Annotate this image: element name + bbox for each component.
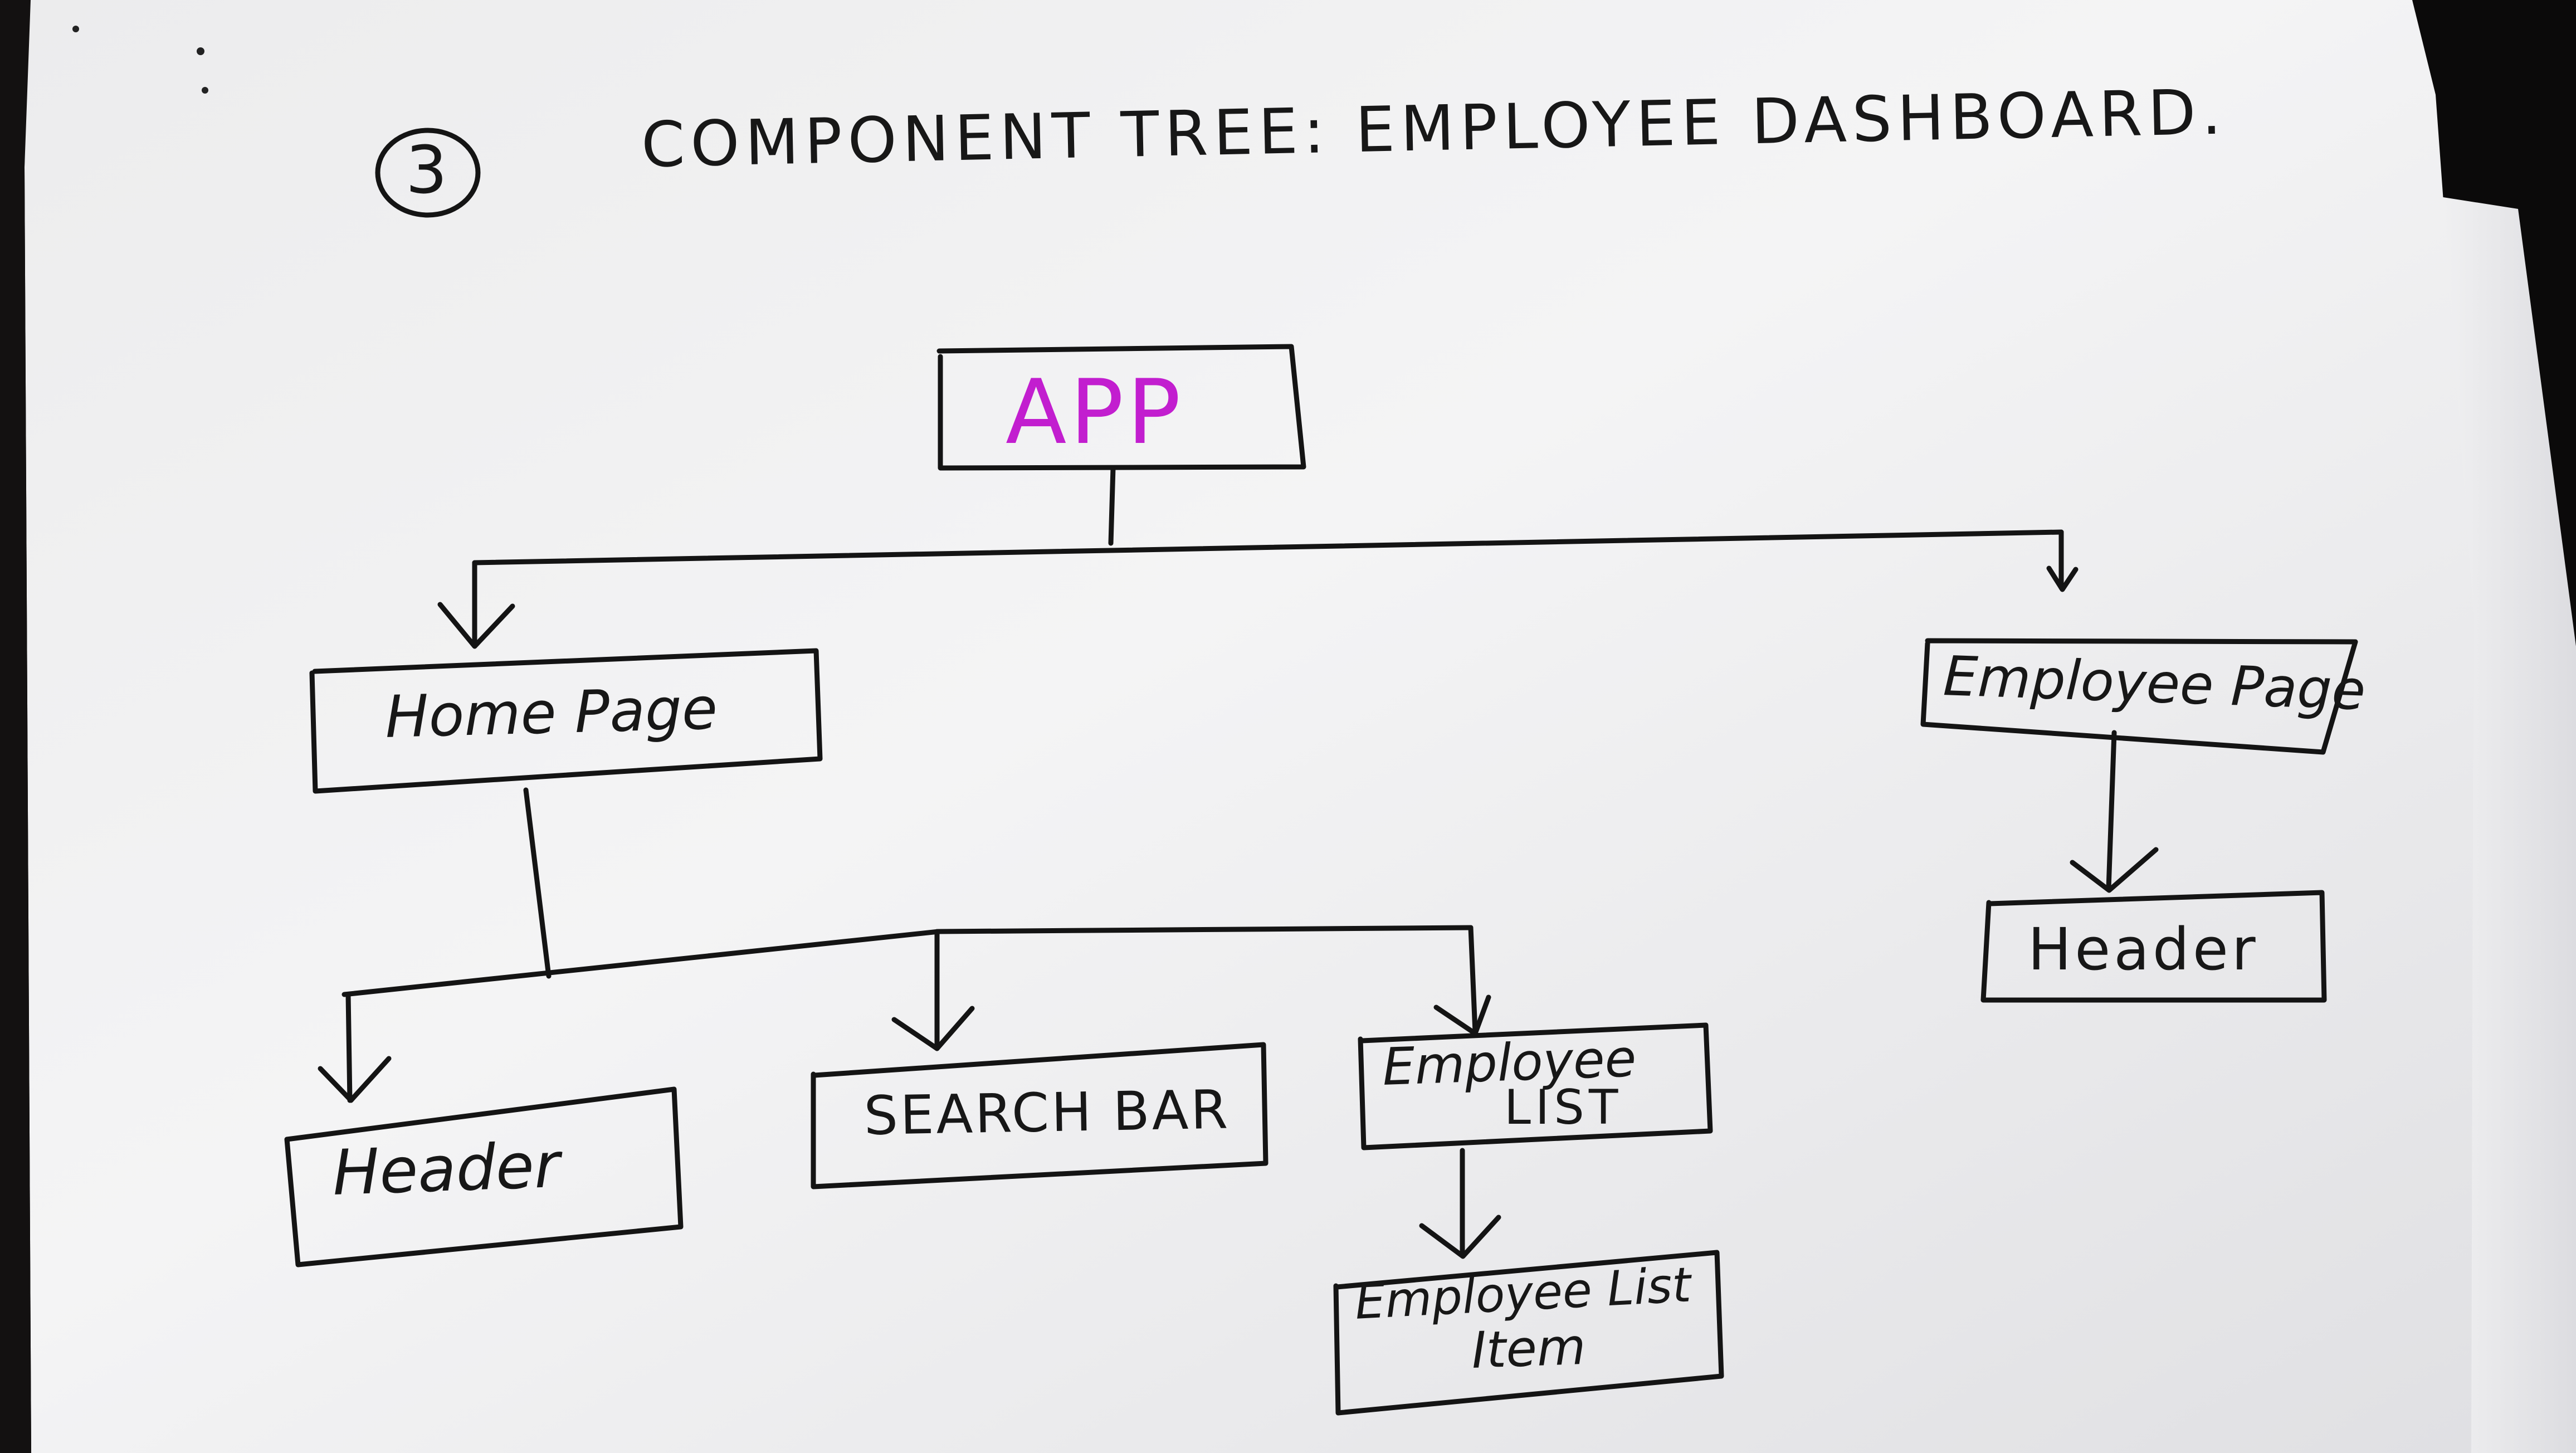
node-employee-page-label: Employee Page [1942,645,2367,723]
employee-list-box [1358,1022,1713,1150]
node-app-label: APP [1006,360,1184,464]
connector-to-employee-page-header [2106,730,2117,891]
arrowhead-employee-list [1433,994,1491,1036]
connector-to-employee-list [1468,925,1478,1035]
home-page-trunk [523,787,552,979]
node-home-page-label: Home Page [384,674,719,751]
paper-speck [72,26,79,32]
header-box-employee-page [1980,890,2327,1003]
app-box [936,344,1306,471]
number-badge-circle [375,128,481,218]
app-branch-line [472,529,2064,565]
home-page-box [309,648,823,794]
search-bar-box [811,1042,1269,1189]
arrowhead-employee-list-item [1419,1215,1501,1259]
employee-page-box [1920,638,2358,755]
paper-speck [202,87,208,94]
arrowhead-header [318,1056,392,1103]
app-trunk-line [1108,465,1116,546]
node-header-home-label: Header [331,1129,561,1210]
node-search-bar-label: SEARCH BAR [863,1078,1231,1147]
arrowhead-search-bar [891,1006,975,1051]
arrowhead-employee-page [2046,565,2079,592]
arrowhead-home-page [437,602,515,649]
node-employee-list-item-label-line2: Item [1470,1317,1587,1380]
header-box-home [284,1086,684,1267]
node-header-employee-page-label: Header [2028,915,2259,983]
arrowhead-employee-page-header [2070,847,2159,893]
number-badge: 3 [406,131,448,208]
paper-speck [197,47,204,55]
home-page-branch [341,925,1474,997]
connector-to-header [345,992,353,1103]
employee-list-item-box [1333,1250,1724,1416]
node-employee-list-label-line2: LIST [1504,1080,1623,1135]
